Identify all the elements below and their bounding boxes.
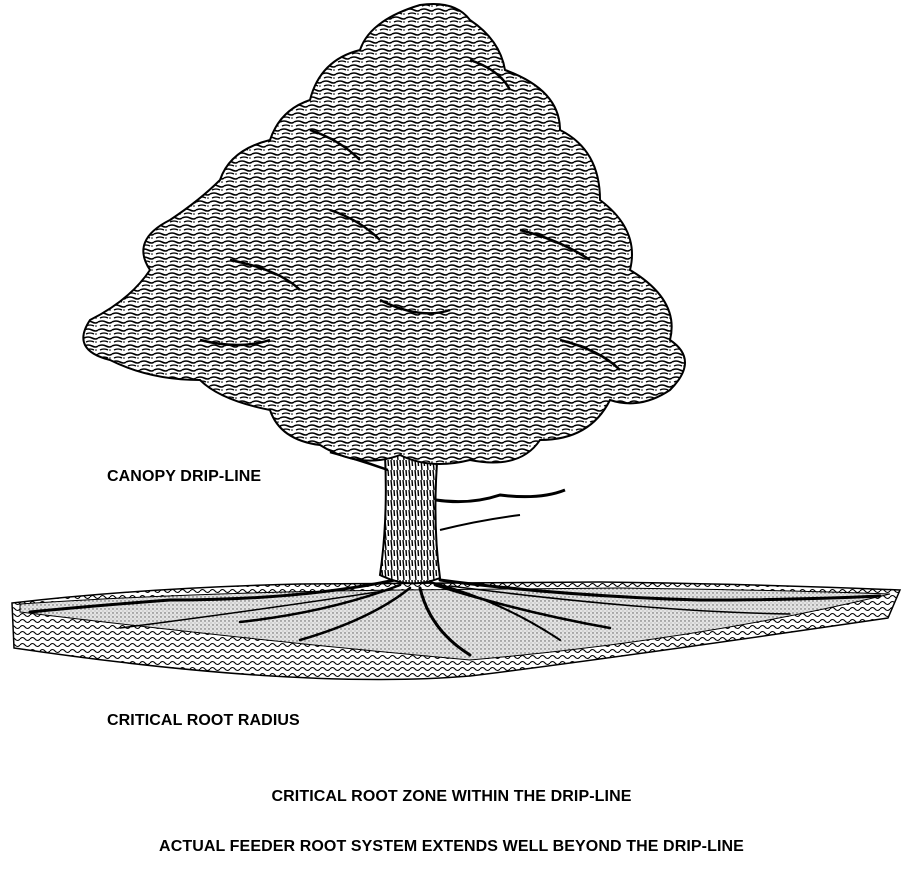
feeder-root-system-label: ACTUAL FEEDER ROOT SYSTEM EXTENDS WELL B… bbox=[0, 838, 903, 856]
soil-layer bbox=[12, 582, 900, 680]
canopy-drip-line-label: CANOPY DRIP-LINE bbox=[107, 468, 261, 486]
critical-root-radius-label: CRITICAL ROOT RADIUS bbox=[107, 712, 300, 730]
tree-trunk bbox=[330, 450, 565, 583]
tree-canopy bbox=[83, 4, 685, 464]
critical-root-zone-label: CRITICAL ROOT ZONE WITHIN THE DRIP-LINE bbox=[0, 788, 903, 806]
